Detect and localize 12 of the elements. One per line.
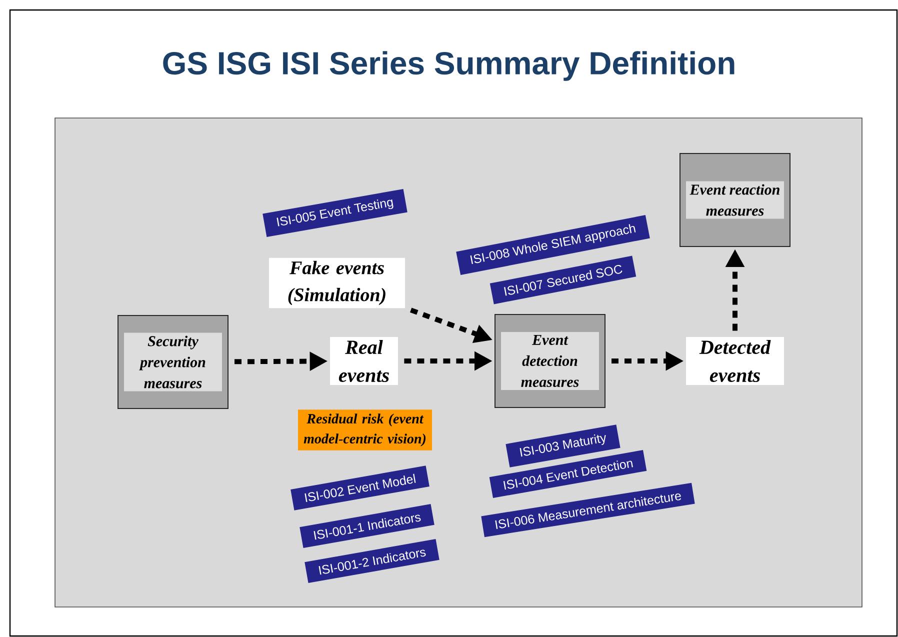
measure-box: Event reaction measures bbox=[680, 153, 790, 247]
risk-box: Residual risk (event model-centric vision) bbox=[298, 410, 432, 450]
document-tag: ISI-001-2 Indicators bbox=[304, 539, 440, 583]
document-tag: ISI-005 Event Testing bbox=[262, 188, 408, 238]
title: GS ISG ISI Series Summary Definition bbox=[163, 51, 734, 81]
measure-box: Security prevention measures bbox=[118, 315, 228, 409]
document-tag: ISI-001-1 Indicators bbox=[300, 504, 434, 548]
measure-box: Event detection measures bbox=[494, 314, 606, 408]
event-label: Fake events (Simulation) bbox=[269, 258, 405, 308]
document-tag: ISI-002 Event Model bbox=[290, 466, 430, 510]
event-label: Detected events bbox=[686, 336, 784, 386]
event-label: Real events bbox=[330, 336, 398, 386]
